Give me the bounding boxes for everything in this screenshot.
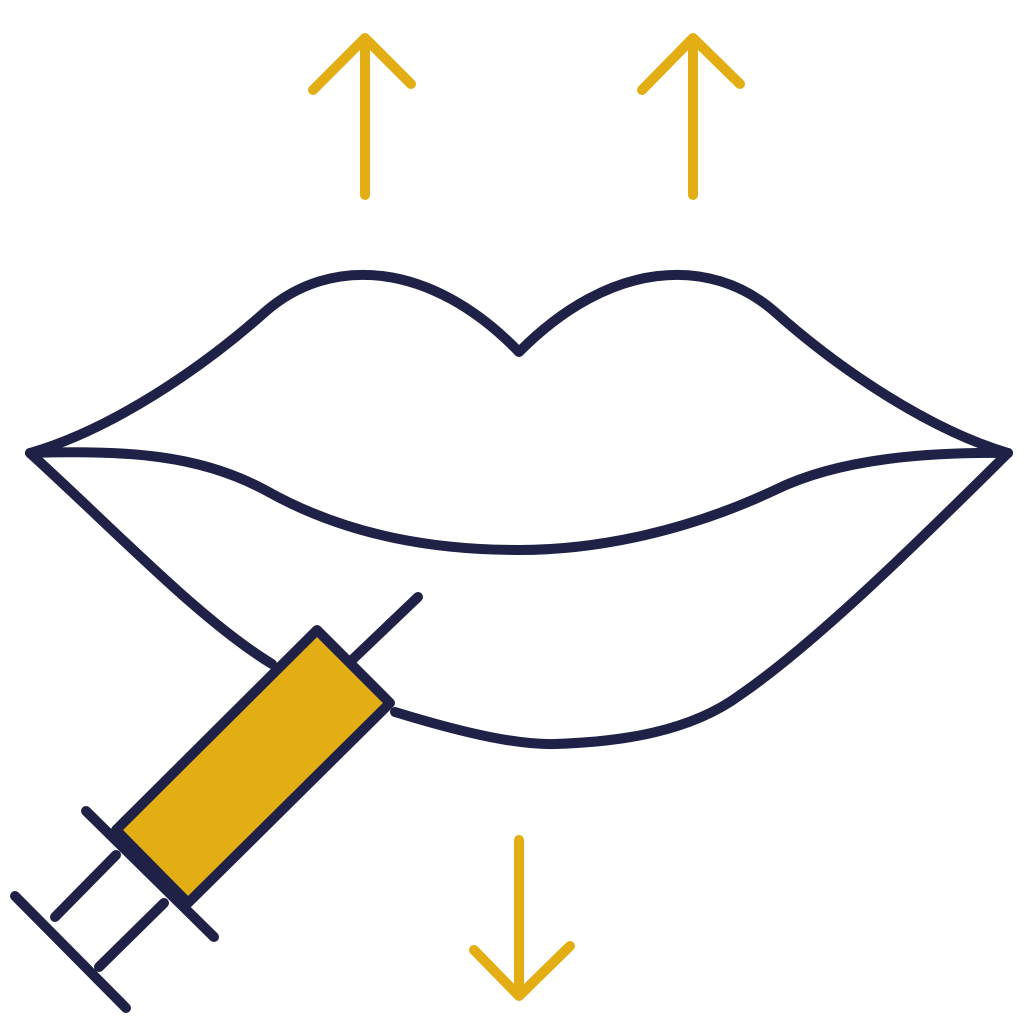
syringe-plunger-cap xyxy=(10,891,131,1013)
arrow-up-left-icon xyxy=(308,33,416,200)
syringe-plunger-rod-bottom xyxy=(94,898,169,972)
lower-lip-outline xyxy=(25,448,1013,750)
arrow-down-icon xyxy=(469,835,575,1001)
arrow-up-right-icon xyxy=(637,33,745,200)
upper-lip-outline xyxy=(25,269,1013,458)
syringe-flange xyxy=(81,806,219,942)
syringe-barrel xyxy=(111,625,395,908)
lips-icon xyxy=(25,269,1013,750)
syringe-needle xyxy=(347,592,423,665)
syringe-plunger-rod-top xyxy=(50,850,121,922)
syringe-icon xyxy=(10,592,423,1013)
mouth-line xyxy=(25,447,1013,555)
